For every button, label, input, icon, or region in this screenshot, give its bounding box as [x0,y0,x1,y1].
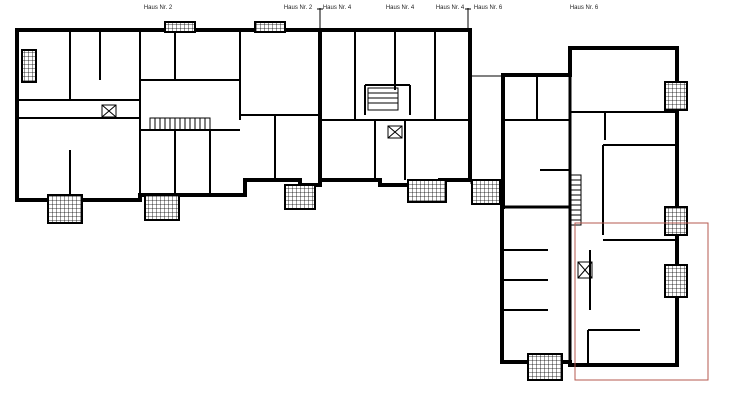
house-label: Haus Nr. 4 [385,5,415,11]
house-label: Haus Nr. 4 [322,5,352,11]
house-dividers [317,8,471,30]
stairs [101,87,593,279]
house-label: Haus Nr. 4 [435,5,465,11]
house-label: Haus Nr. 6 [473,5,503,11]
interior-walls [17,30,677,365]
balconies [21,21,688,381]
house-label: Haus Nr. 2 [283,5,313,11]
house-label: Haus Nr. 2 [143,5,173,11]
outer-walls [15,28,679,367]
house-label: Haus Nr. 6 [569,5,599,11]
highlight-frame [574,222,709,381]
